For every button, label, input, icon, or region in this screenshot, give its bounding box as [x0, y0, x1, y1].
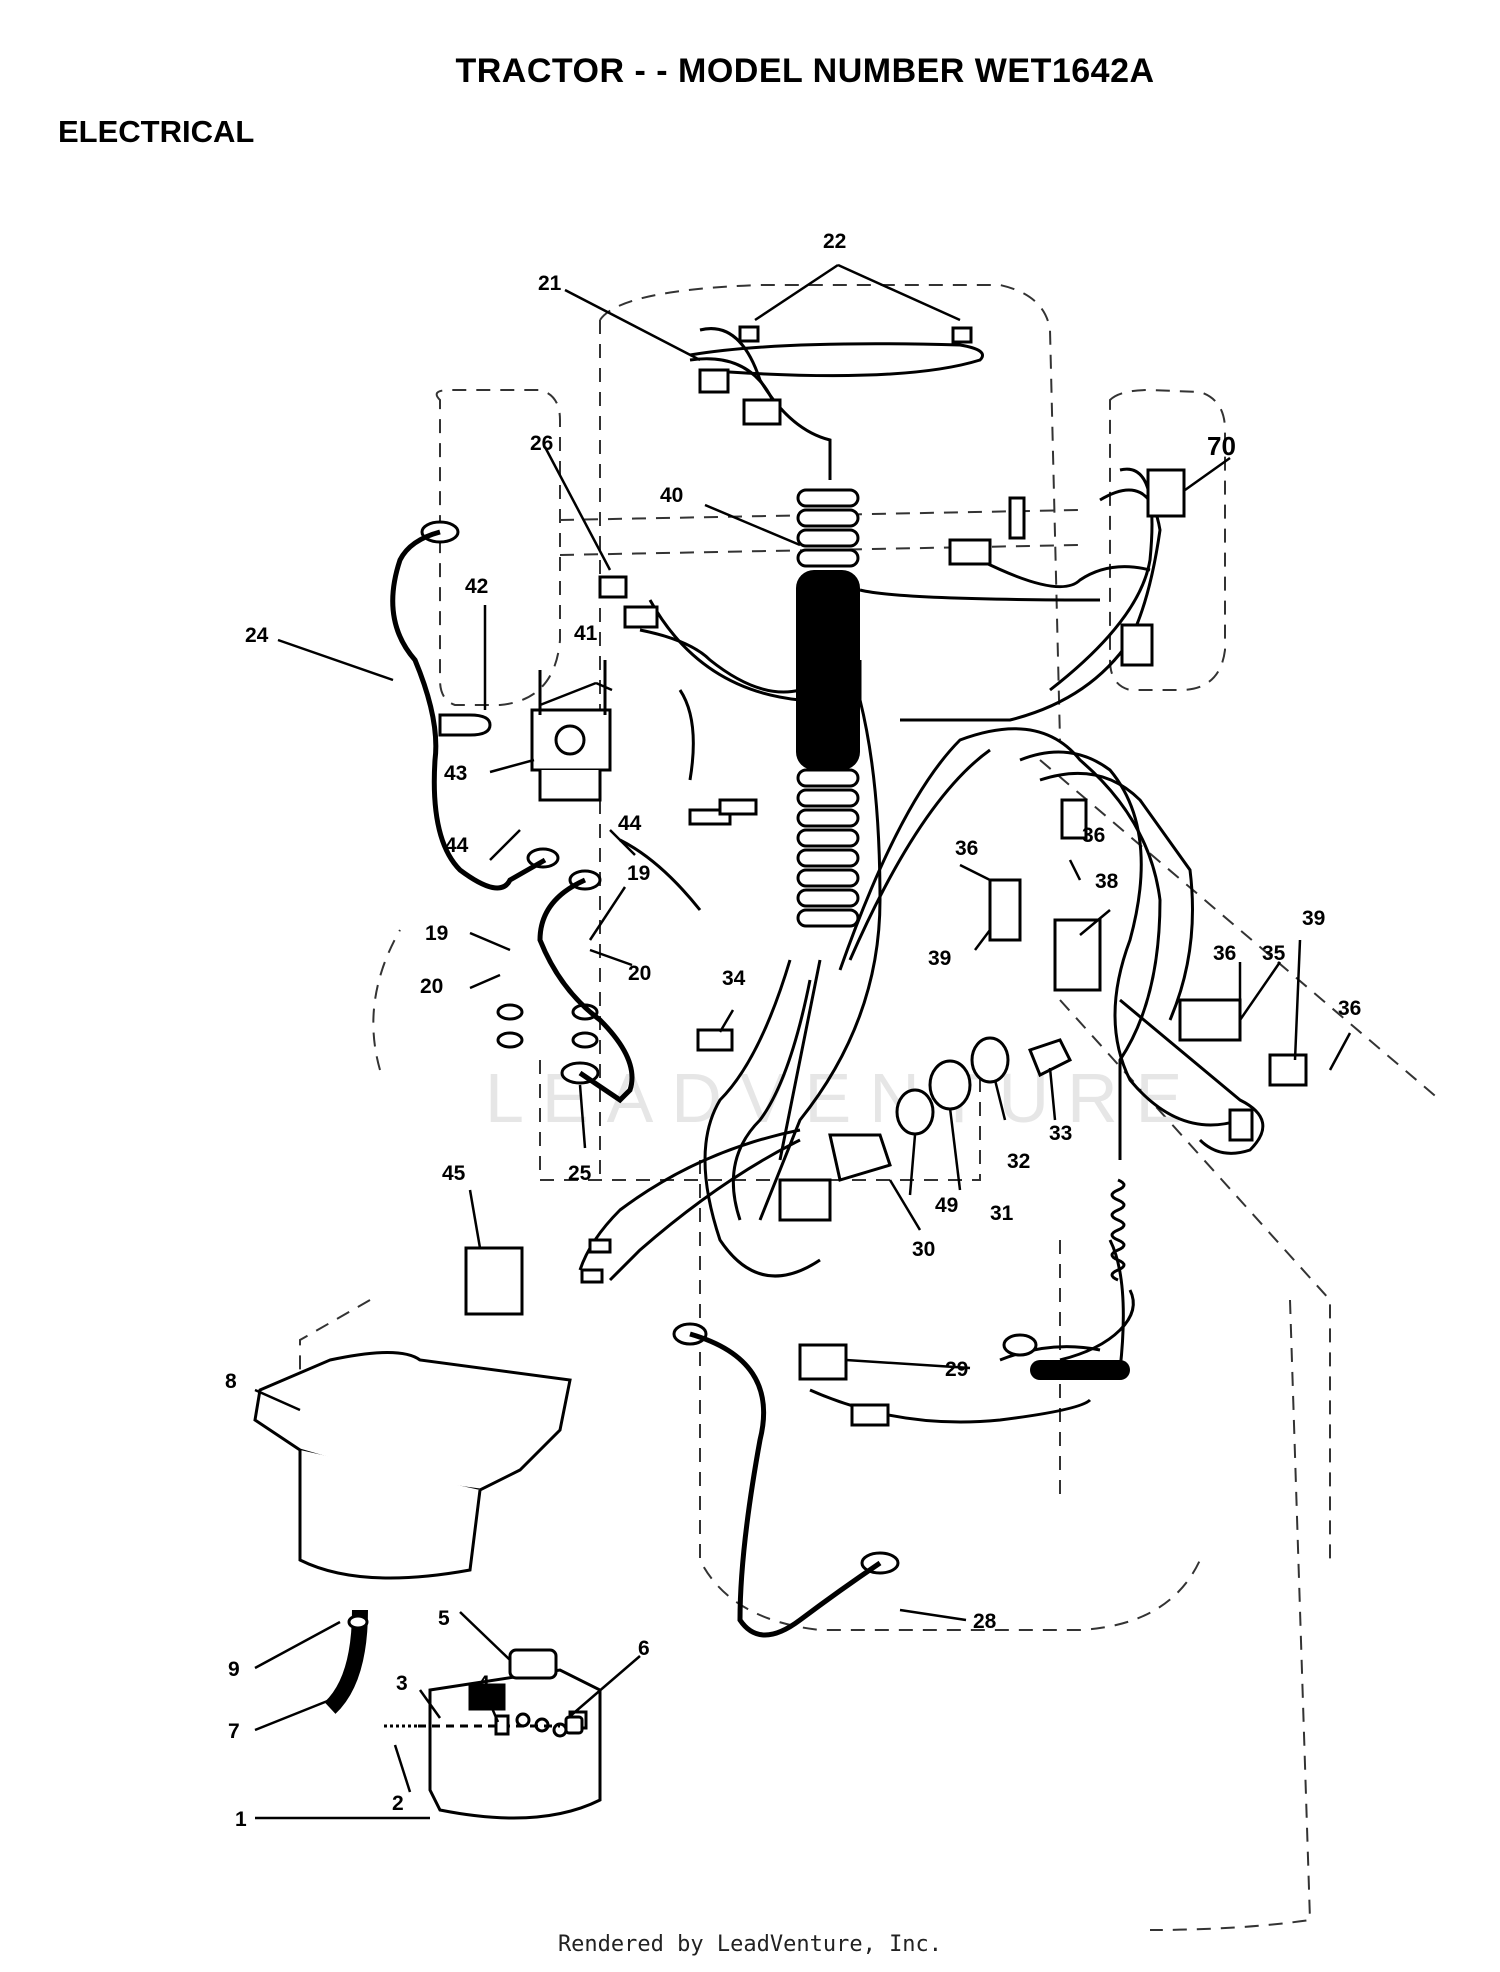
headlight-bulb-right-icon — [951, 326, 973, 344]
cables — [390, 529, 882, 1638]
switch-34-icon — [696, 1028, 734, 1052]
post-icon — [494, 1714, 510, 1736]
callout-36-middle: 36 — [1082, 824, 1105, 847]
callout-32: 32 — [1007, 1150, 1030, 1173]
switch-39-icon — [988, 878, 1022, 942]
nut-49-icon — [895, 1088, 935, 1136]
callout-26: 26 — [530, 432, 553, 455]
callout-2: 2 — [392, 1792, 404, 1815]
callout-39-right: 39 — [1302, 907, 1325, 930]
terminal-icon — [1002, 1333, 1038, 1357]
callout-43: 43 — [444, 762, 467, 785]
callout-49: 49 — [935, 1194, 958, 1217]
callout-7: 7 — [228, 1720, 240, 1743]
callout-24: 24 — [245, 624, 269, 647]
wire-harness — [578, 327, 1265, 1424]
callout-41: 41 — [574, 622, 598, 645]
connector-icon — [718, 798, 758, 816]
callout-3: 3 — [396, 1672, 408, 1695]
cover-42-icon — [438, 713, 492, 737]
conduit-sleeve — [796, 488, 1135, 1380]
switch-39-icon — [1268, 1053, 1308, 1087]
bezel-31-icon — [928, 1059, 972, 1111]
bracket-35-icon — [1178, 998, 1242, 1042]
callout-44-left: 44 — [445, 834, 469, 857]
callout-30: 30 — [912, 1238, 935, 1261]
bracket-38-icon — [1053, 918, 1102, 992]
connector-icon — [1060, 798, 1088, 840]
callout-38: 38 — [1095, 870, 1119, 893]
terminal-icon — [580, 1268, 604, 1284]
terminal-icon — [588, 1238, 612, 1254]
callout-45: 45 — [442, 1162, 466, 1185]
callout-33: 33 — [1049, 1122, 1072, 1145]
battery-1 — [428, 1668, 602, 1820]
diagram-title: TRACTOR - - MODEL NUMBER WET1642A — [455, 52, 1155, 90]
callout-19-left: 19 — [425, 922, 448, 945]
connector-icon — [778, 1178, 832, 1222]
cable-28 — [689, 1331, 882, 1638]
callout-31: 31 — [990, 1202, 1014, 1225]
tractor-body-outline — [299, 284, 1441, 1931]
callout-44-right: 44 — [618, 812, 642, 835]
leader-lines — [254, 263, 1352, 1820]
battery-hardware — [324, 1609, 584, 1736]
section-title: ELECTRICAL — [58, 114, 255, 149]
fuse-26-icon — [598, 575, 628, 599]
cable-25 — [537, 877, 635, 1104]
terminal-icon — [526, 847, 560, 869]
callout-28: 28 — [973, 1610, 997, 1633]
relay-70-icon — [1146, 468, 1186, 518]
connector-icon — [742, 398, 782, 426]
callout-19-right: 19 — [627, 862, 650, 885]
callout-labels: 1 2 3 4 5 6 7 8 9 19 19 20 20 21 22 24 2… — [225, 230, 1361, 1831]
callout-42: 42 — [465, 575, 488, 598]
headlight-bulb-left-icon — [738, 325, 760, 343]
hour-meter-45-icon — [464, 1246, 524, 1316]
callout-34: 34 — [722, 967, 746, 990]
callout-25: 25 — [568, 1162, 592, 1185]
solenoid-29-icon — [798, 1343, 848, 1381]
callout-36-right: 36 — [1213, 942, 1236, 965]
callout-21: 21 — [538, 272, 562, 295]
callout-70: 70 — [1207, 431, 1236, 461]
callout-8: 8 — [225, 1370, 237, 1393]
nut-icon — [571, 1031, 599, 1049]
callout-4: 4 — [478, 1672, 490, 1695]
callout-35: 35 — [1262, 942, 1286, 965]
callout-36-far-right: 36 — [1338, 997, 1361, 1020]
callout-20-right: 20 — [628, 962, 651, 985]
callout-5: 5 — [438, 1607, 450, 1630]
battery-tray-8 — [253, 1351, 572, 1580]
connector-icon — [1120, 623, 1154, 667]
connector-icon — [948, 538, 992, 566]
connector-icon — [623, 605, 659, 629]
elbow-9-icon — [347, 1614, 369, 1630]
callout-22: 22 — [823, 230, 846, 253]
callout-40: 40 — [660, 484, 683, 507]
connector-icon — [1228, 1108, 1254, 1142]
ring-32-icon — [970, 1036, 1010, 1084]
callout-36-left: 36 — [955, 837, 978, 860]
callout-6: 6 — [638, 1637, 650, 1660]
footer-credit: Rendered by LeadVenture, Inc. — [557, 1932, 943, 1957]
callout-29: 29 — [945, 1358, 968, 1381]
callout-9: 9 — [228, 1658, 240, 1681]
cap-5-icon — [508, 1648, 558, 1680]
ignition-switch-30-icon — [828, 1133, 892, 1182]
module-33-icon — [1028, 1038, 1073, 1078]
callout-39-left: 39 — [928, 947, 951, 970]
connector-icon — [850, 1403, 890, 1427]
callout-1: 1 — [235, 1808, 247, 1831]
fuse-icon — [1008, 496, 1026, 540]
callout-20-left: 20 — [420, 975, 443, 998]
nut-icon — [496, 1031, 524, 1049]
connector-21-icon — [698, 368, 730, 394]
nut-6-icon — [564, 1715, 584, 1735]
cable-24 — [390, 529, 547, 891]
washer-icon — [496, 1003, 524, 1021]
